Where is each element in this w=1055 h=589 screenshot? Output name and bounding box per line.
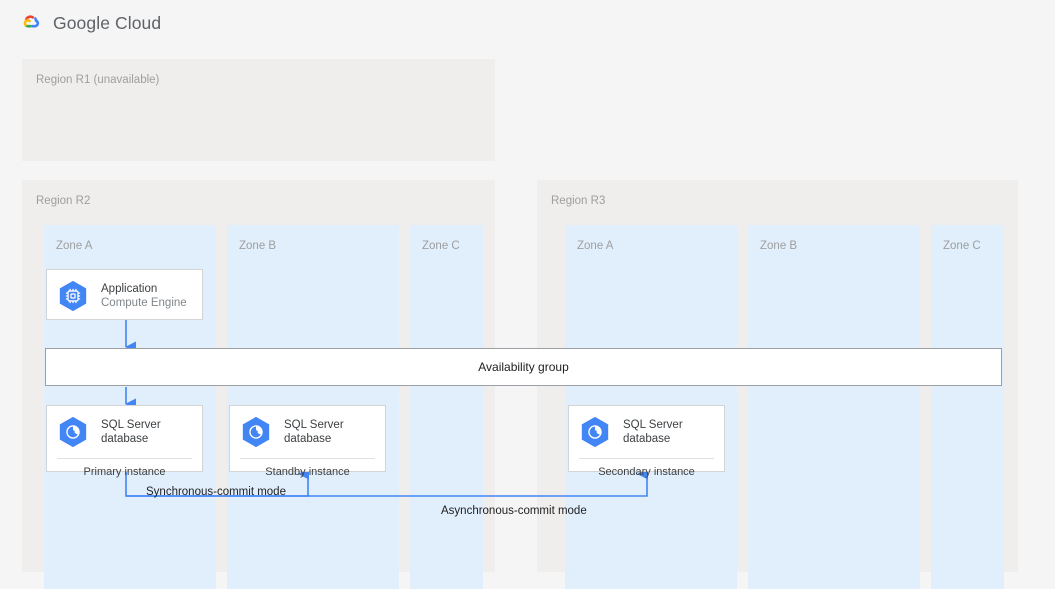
card-primary-text: SQL Server database	[101, 418, 161, 447]
card-secondary-divider	[579, 458, 714, 459]
region-r2-label: Region R2	[36, 195, 91, 207]
zone-r3-b: Zone B	[748, 225, 920, 589]
page-header: Google Cloud	[0, 0, 1055, 46]
sql-server-database-icon	[59, 416, 87, 448]
sql-server-database-icon	[242, 416, 270, 448]
availability-group-bar[interactable]: Availability group	[45, 348, 1002, 386]
card-primary-body: SQL Server database	[47, 406, 202, 458]
card-secondary-instance[interactable]: SQL Server database Secondary instance	[568, 405, 725, 478]
label-synchronous-commit-mode: Synchronous-commit mode	[146, 486, 286, 498]
card-primary-title: SQL Server database	[101, 418, 161, 445]
brand-title: Google Cloud	[53, 12, 162, 33]
zone-r2-c: Zone C	[410, 225, 483, 589]
card-secondary-body: SQL Server database	[569, 406, 724, 458]
card-application-subtitle: Compute Engine	[101, 297, 187, 309]
zone-r3-c-label: Zone C	[943, 240, 981, 252]
zone-r3-c: Zone C	[931, 225, 1004, 589]
card-application-title: Application	[101, 282, 158, 295]
card-application-text: Application Compute Engine	[101, 282, 187, 311]
card-standby-text: SQL Server database	[284, 418, 344, 447]
region-r3-label: Region R3	[551, 195, 606, 207]
region-r1: Region R1 (unavailable)	[22, 59, 495, 161]
card-standby-divider	[240, 458, 375, 459]
card-primary-footer: Primary instance	[83, 466, 166, 478]
sql-server-database-icon	[581, 416, 609, 448]
region-r1-label: Region R1 (unavailable)	[36, 74, 160, 86]
card-standby-footer: Standby instance	[265, 466, 350, 478]
zone-r2-b-label: Zone B	[239, 240, 277, 252]
google-cloud-logo-icon	[23, 15, 40, 28]
compute-engine-icon	[59, 280, 87, 312]
card-primary-instance[interactable]: SQL Server database Primary instance	[46, 405, 203, 478]
zone-r3-a-label: Zone A	[577, 240, 614, 252]
card-standby-body: SQL Server database	[230, 406, 385, 458]
card-standby-instance[interactable]: SQL Server database Standby instance	[229, 405, 386, 478]
zone-r3-b-label: Zone B	[760, 240, 798, 252]
card-application-body: Application Compute Engine	[47, 270, 202, 322]
label-asynchronous-commit-mode: Asynchronous-commit mode	[441, 505, 587, 517]
card-standby-title: SQL Server database	[284, 418, 344, 445]
zone-r2-a-label: Zone A	[56, 240, 93, 252]
zone-r2-c-label: Zone C	[422, 240, 460, 252]
availability-group-label: Availability group	[478, 360, 569, 374]
card-secondary-footer: Secondary instance	[598, 466, 695, 478]
card-application[interactable]: Application Compute Engine	[46, 269, 203, 320]
card-secondary-text: SQL Server database	[623, 418, 683, 447]
card-secondary-title: SQL Server database	[623, 418, 683, 445]
card-primary-divider	[57, 458, 192, 459]
